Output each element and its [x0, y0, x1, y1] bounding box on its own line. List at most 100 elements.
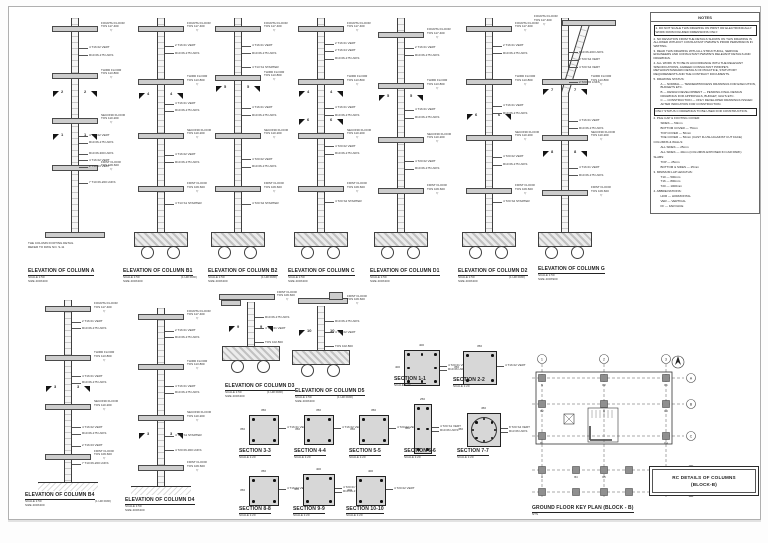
column-strip — [157, 308, 165, 486]
svg-text:A: A — [541, 475, 543, 479]
section-cut-number: 3 — [77, 383, 80, 389]
floor-slab — [298, 132, 344, 139]
rebar-callout: 4 T20 S4 VERT — [579, 64, 600, 69]
level-symbol: ▽ — [273, 28, 276, 33]
rebar-callout: 4 T16 01 VERT — [579, 165, 600, 170]
svg-text:B1: B1 — [540, 441, 544, 445]
floor-slab — [138, 79, 184, 86]
floor-name: SECOND FLOOR — [515, 129, 540, 134]
elevation-scale: SCALE 1:50 — [288, 275, 305, 279]
leader-line — [72, 328, 81, 330]
section-cut-number: 1 — [84, 131, 87, 137]
section-scale: SCALE 1:20 — [293, 513, 310, 517]
leader-line — [242, 115, 251, 117]
rebar-dot — [306, 477, 309, 480]
section-scale: SCALE 1:20 — [349, 455, 366, 459]
elevation-size: SIZE 400X400 — [25, 502, 45, 507]
dimension-left: 350 — [454, 365, 460, 369]
section-cut-flag — [581, 88, 587, 95]
rebar-callout: 4 T16 01 VERT — [252, 105, 273, 110]
floor-slab — [138, 313, 184, 320]
floor-slab — [138, 363, 184, 370]
section-label: SECTION 2-2 — [453, 377, 485, 385]
section-cut-number: 7 — [551, 86, 554, 92]
rebar-callout: R10 06-175 LNKS — [335, 55, 360, 60]
rebar-dot — [490, 421, 494, 424]
rebar-callout: 4 T20 S2 STARTER — [252, 201, 279, 206]
floor-name: FOURTH FLOOR — [101, 20, 125, 25]
rebar-dot — [466, 354, 469, 357]
rebar-callout: R10 06-175 LNKS — [252, 112, 277, 117]
level-symbol: ▽ — [196, 417, 199, 422]
rebar-callout: R10 06-175 LNKS — [265, 314, 290, 319]
note-item: SIDES — 50mm — [660, 120, 683, 125]
level-symbol: ▽ — [600, 192, 603, 197]
leader-line — [493, 113, 502, 115]
rebar-callout: 4 T16 01 VERT — [335, 105, 356, 110]
floor-level: TOS 110.200 — [187, 131, 205, 136]
leader-line — [242, 67, 251, 69]
pile — [244, 246, 257, 259]
floor-level: TOS 117.400 — [347, 24, 365, 29]
rebar-dot — [252, 479, 255, 482]
floor-level: TOS 117.400 — [427, 30, 445, 35]
leader-line — [79, 182, 88, 184]
rebar-dot — [420, 380, 424, 383]
elevation-size: SIZE 400X900 — [538, 276, 558, 281]
floor-name: SECOND FLOOR — [187, 410, 212, 415]
rebar-callout: R10 06-175 LNKS — [343, 489, 367, 494]
svg-text:G: G — [541, 383, 543, 387]
section-cut-flag — [229, 326, 235, 333]
elevation-fire-rating-note: (1 HR FRR) — [181, 275, 197, 279]
leader-line — [405, 161, 414, 163]
floor-name: SECOND FLOOR — [264, 127, 289, 132]
note-item: C — CONSTRUCTION — ONLY DEVELOPED DRAWIN… — [660, 98, 753, 107]
section-cut-flag — [177, 432, 183, 439]
ground-line — [131, 486, 191, 495]
level-symbol: ▽ — [524, 190, 527, 195]
rebar-callout: R10 06-175 LNKS — [175, 50, 200, 55]
rebar-callout: 2 T16 03 VERT — [82, 442, 103, 447]
leader-line — [493, 164, 502, 166]
beam-slab — [298, 298, 348, 304]
floor-level: TOS 106.600 — [347, 297, 365, 302]
leader-line — [165, 111, 174, 113]
section-cut-number: 2 — [61, 88, 64, 94]
section-cut-flag — [379, 95, 385, 102]
rebar-callout: 2 T16 03 VERT — [89, 164, 110, 169]
rebar-dot — [380, 479, 383, 482]
dimension-left: 350 — [295, 427, 301, 431]
leader-line — [440, 366, 447, 367]
section-scale: SCALE 1:20 — [239, 513, 256, 517]
floor-name: FIRST FLOOR — [101, 159, 121, 164]
rebar-dot — [328, 439, 331, 442]
rebar-callout: 4 T16 01 VERT — [175, 383, 196, 388]
floor-name: THIRD FLOOR — [347, 74, 368, 79]
elevation-scale: SCALE 1:50 — [28, 275, 45, 279]
section-cut-flag — [337, 90, 343, 97]
elevation-scale: SCALE 1:50 — [25, 499, 42, 503]
floor-level: TOS 106.600 — [187, 463, 205, 468]
leader-line — [325, 346, 334, 348]
rebar-callout: R10 06-175 LNKS — [175, 108, 200, 113]
pile — [301, 246, 314, 259]
rebar-callout: R10 06 LNKS (TYP) — [448, 367, 476, 372]
rebar-callout: 4 T20 02 VERT — [503, 154, 524, 159]
section-label: SECTION 7-7 — [457, 448, 489, 456]
floor-level: TOS 110.200 — [101, 116, 119, 121]
rebar-callout: R10 06-175 LNKS — [252, 164, 277, 169]
section-cut-flag — [53, 133, 59, 140]
rebar-callout: R10 06-175 LNKS — [335, 151, 360, 156]
floor-level: TOS 113.800 — [427, 81, 445, 86]
ground-line — [38, 482, 98, 491]
rebar-dot — [420, 353, 424, 356]
section-outline — [414, 404, 432, 454]
rebar-dot — [490, 436, 494, 440]
